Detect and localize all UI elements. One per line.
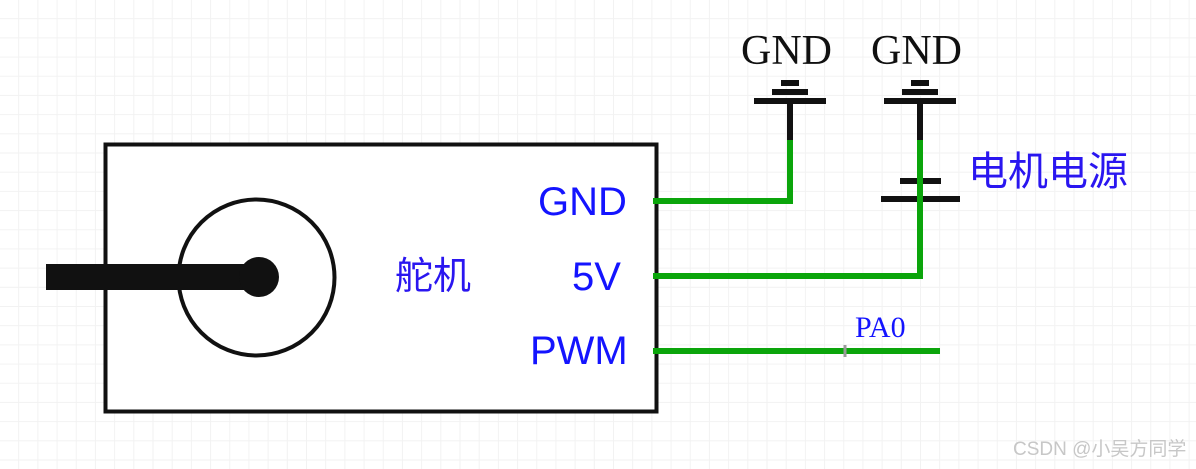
pin-label-5v: 5V	[572, 255, 621, 299]
servo-horn-arm	[46, 264, 260, 290]
wire-gnd-to-ground	[653, 140, 793, 204]
ground-symbol-1	[754, 80, 826, 145]
ground-2-label: GND	[871, 28, 962, 74]
ground-1-label: GND	[741, 28, 832, 74]
csdn-watermark: CSDN @小吴方同学	[1013, 439, 1187, 460]
wire-5v-to-power-source	[653, 140, 923, 279]
net-label-pa0: PA0	[855, 311, 906, 344]
pin-label-pwm: PWM	[530, 329, 628, 373]
pin-label-gnd: GND	[538, 180, 627, 224]
servo-component-label: 舵机	[395, 256, 472, 298]
ground-symbol-2	[884, 80, 956, 145]
servo-hub-dot	[239, 257, 279, 297]
power-source-label: 电机电源	[968, 150, 1128, 194]
